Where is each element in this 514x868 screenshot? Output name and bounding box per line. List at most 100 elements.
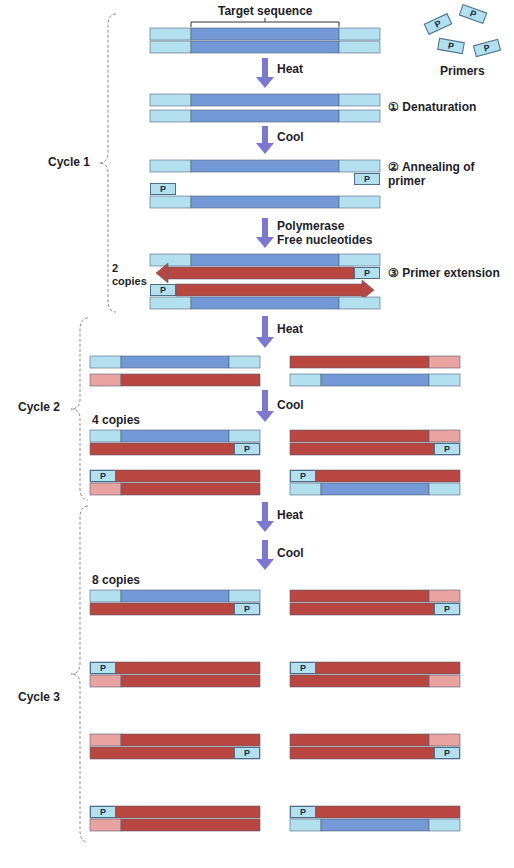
dna-strand (121, 819, 260, 831)
dna-strand (90, 806, 260, 818)
reagent-label: Free nucleotides (277, 233, 372, 247)
dna-strand (90, 747, 260, 759)
primer-box: P (290, 806, 316, 818)
dna-strand (339, 297, 380, 309)
dna-strand (429, 483, 460, 495)
dna-strand (191, 94, 339, 106)
primer-box: P (150, 183, 176, 195)
dna-strand (290, 483, 321, 495)
dna-strand (90, 470, 260, 482)
primer-box: P (424, 13, 453, 35)
step-arrow-head (256, 77, 274, 88)
primer-box: P (459, 4, 488, 24)
dna-strand (150, 110, 191, 122)
step-arrow (262, 390, 268, 412)
dna-strand (290, 356, 429, 368)
dna-strand (121, 374, 260, 386)
dna-strand (429, 675, 460, 687)
dna-strand (90, 374, 121, 386)
dna-strand (121, 675, 260, 687)
dna-strand (90, 430, 121, 442)
dna-strand (90, 483, 121, 495)
dna-strand (191, 254, 339, 266)
dna-strand (90, 734, 121, 746)
primer-box: P (234, 603, 260, 615)
dna-strand (429, 374, 460, 386)
dna-strand (429, 356, 460, 368)
dna-strand (150, 94, 191, 106)
dna-strand (290, 590, 429, 602)
dna-strand (290, 374, 321, 386)
cycle-label: Cycle 1 (48, 155, 90, 169)
dna-strand (150, 297, 191, 309)
extension-arrowhead (156, 263, 168, 283)
step-arrow-head (256, 143, 274, 154)
dna-strand (191, 160, 339, 172)
target-bracket (191, 18, 339, 27)
primers-label: Primers (440, 64, 485, 78)
step-label: Cool (277, 546, 304, 560)
reagent-label: Polymerase (277, 219, 344, 233)
dna-strand (339, 94, 380, 106)
dna-strand (121, 430, 229, 442)
title-label: Target sequence (218, 4, 312, 18)
dna-strand (339, 160, 380, 172)
copies-label: 8 copies (92, 573, 140, 587)
step-arrow-head (256, 411, 274, 422)
dna-strand (191, 41, 339, 53)
dna-strand (229, 356, 260, 368)
new-strand (176, 284, 362, 296)
primer-box: P (150, 284, 176, 296)
step-label: Heat (277, 508, 303, 522)
step-arrow (262, 502, 268, 522)
dna-strand (321, 819, 429, 831)
dna-strand (191, 196, 339, 208)
step-arrow (262, 540, 268, 560)
dna-strand (321, 374, 429, 386)
dna-strand (90, 590, 121, 602)
dna-strand (429, 819, 460, 831)
primer-box: P (90, 662, 116, 674)
step-label: Heat (277, 62, 303, 76)
cycle-brace (71, 318, 88, 500)
dna-strand (121, 483, 260, 495)
primer-box: P (290, 662, 316, 674)
dna-strand (290, 603, 460, 615)
dna-strand (121, 356, 229, 368)
copies-label: 4 copies (92, 413, 140, 427)
dna-strand (150, 196, 191, 208)
dna-strand (290, 734, 429, 746)
step-name: ② Annealing of primer (388, 160, 506, 188)
dna-strand (290, 747, 460, 759)
primer-box: P (234, 747, 260, 759)
new-strand (168, 267, 354, 279)
dna-strand (339, 41, 380, 53)
primer-box: P (434, 747, 460, 759)
dna-strand (121, 590, 229, 602)
dna-strand (429, 734, 460, 746)
step-arrow (262, 126, 268, 144)
dna-strand (191, 110, 339, 122)
dna-strand (290, 430, 429, 442)
dna-strand (339, 254, 380, 266)
primer-box: P (354, 267, 380, 279)
step-name: ③ Primer extension (388, 266, 506, 280)
dna-strand (339, 196, 380, 208)
dna-strand (90, 819, 121, 831)
step-arrow (262, 316, 268, 338)
dna-strand (90, 443, 260, 455)
primer-box: P (434, 603, 460, 615)
primer-box: P (354, 173, 380, 185)
dna-strand (121, 734, 260, 746)
step-label: Cool (277, 398, 304, 412)
primer-box: P (437, 38, 465, 54)
dna-strand (191, 297, 339, 309)
dna-strand (150, 41, 191, 53)
dna-strand (229, 590, 260, 602)
cycle-label: Cycle 2 (18, 400, 60, 414)
dna-strand (321, 483, 429, 495)
copies-label: 2 copies (112, 262, 148, 288)
dna-strand (290, 470, 460, 482)
dna-strand (90, 675, 121, 687)
